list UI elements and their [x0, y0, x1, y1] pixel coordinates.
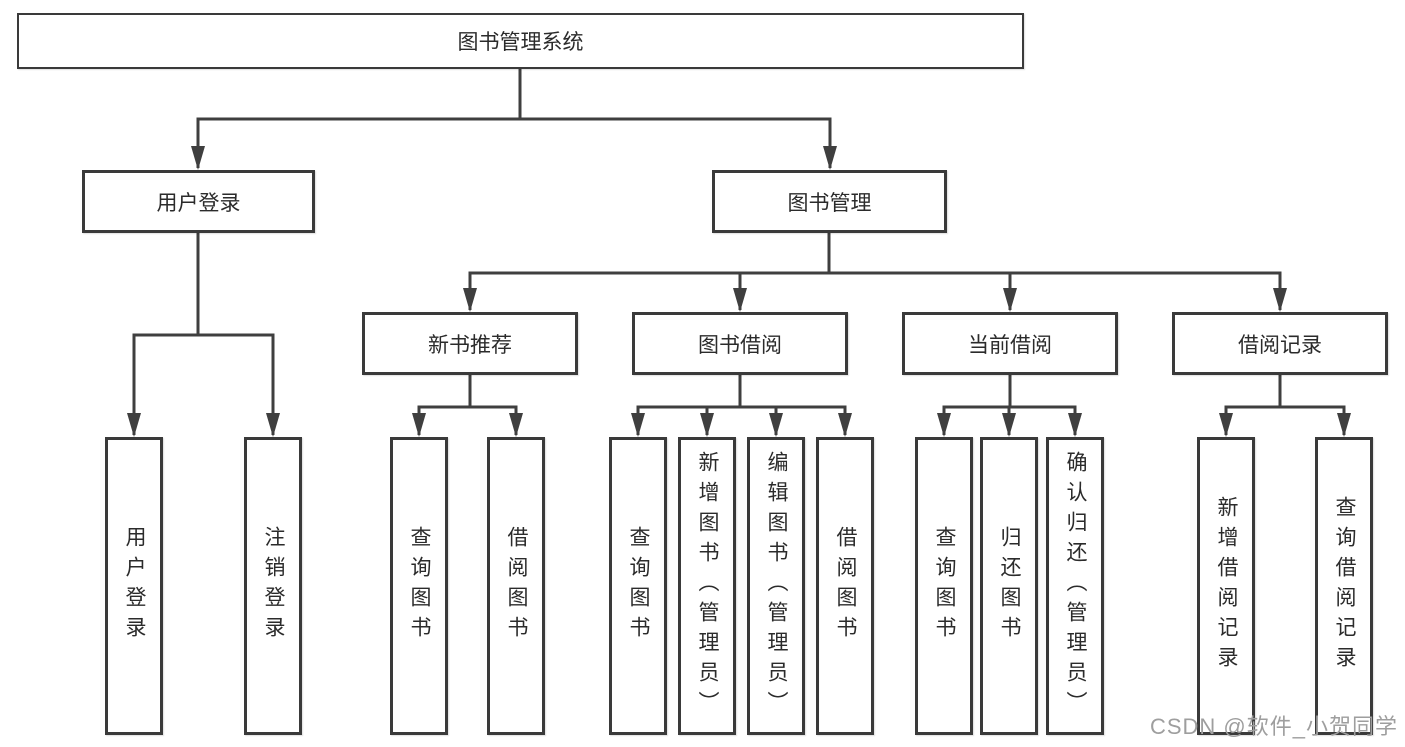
- leaf-node-borrow-books-1: 借阅图书: [487, 437, 545, 735]
- node-label: 图书借阅: [698, 333, 782, 357]
- leaf-node-query-borrow-record: 查询借阅记录: [1315, 437, 1373, 735]
- leaf-node-logout: 注销登录: [244, 437, 302, 735]
- node-library-management-system: 图书管理系统: [17, 13, 1024, 69]
- node-label: 查询借阅记录: [1333, 496, 1356, 676]
- leaf-node-confirm-return-admin: 确认归还（管理员）: [1046, 437, 1104, 735]
- node-current-borrow: 当前借阅: [902, 312, 1118, 375]
- node-label: 用户登录: [156, 191, 241, 215]
- node-borrow-records: 借阅记录: [1172, 312, 1388, 375]
- node-label: 查询图书: [408, 526, 431, 646]
- node-label: 归还图书: [998, 526, 1021, 646]
- leaf-node-add-borrow-record: 新增借阅记录: [1197, 437, 1255, 735]
- node-label: 借阅图书: [834, 526, 857, 646]
- node-label: 新增图书（管理员）: [696, 451, 719, 721]
- node-label: 确认归还（管理员）: [1064, 451, 1087, 721]
- leaf-node-add-book-admin: 新增图书（管理员）: [678, 437, 736, 735]
- leaf-node-query-books-1: 查询图书: [390, 437, 448, 735]
- node-label: 借阅记录: [1238, 333, 1322, 357]
- watermark: CSDN @软件_小贺同学: [1149, 714, 1398, 739]
- node-label: 注销登录: [262, 526, 285, 646]
- leaf-node-query-books-3: 查询图书: [915, 437, 973, 735]
- node-new-book-recommend: 新书推荐: [362, 312, 578, 375]
- node-label: 图书管理: [787, 191, 872, 215]
- leaf-node-query-books-2: 查询图书: [609, 437, 667, 735]
- node-book-borrow: 图书借阅: [632, 312, 848, 375]
- node-label: 用户登录: [123, 526, 146, 646]
- node-label: 编辑图书（管理员）: [765, 451, 788, 721]
- node-user-login: 用户登录: [82, 170, 315, 233]
- leaf-node-return-book: 归还图书: [980, 437, 1038, 735]
- leaf-node-edit-book-admin: 编辑图书（管理员）: [747, 437, 805, 735]
- node-label: 查询图书: [933, 526, 956, 646]
- leaf-node-borrow-books-2: 借阅图书: [816, 437, 874, 735]
- node-label: 查询图书: [627, 526, 650, 646]
- node-label: 当前借阅: [968, 333, 1052, 357]
- node-label: 图书管理系统: [457, 31, 584, 54]
- node-label: 新增借阅记录: [1215, 496, 1238, 676]
- leaf-node-user-login: 用户登录: [105, 437, 163, 735]
- node-book-management: 图书管理: [712, 170, 947, 233]
- node-label: 借阅图书: [505, 526, 528, 646]
- node-label: 新书推荐: [428, 333, 512, 357]
